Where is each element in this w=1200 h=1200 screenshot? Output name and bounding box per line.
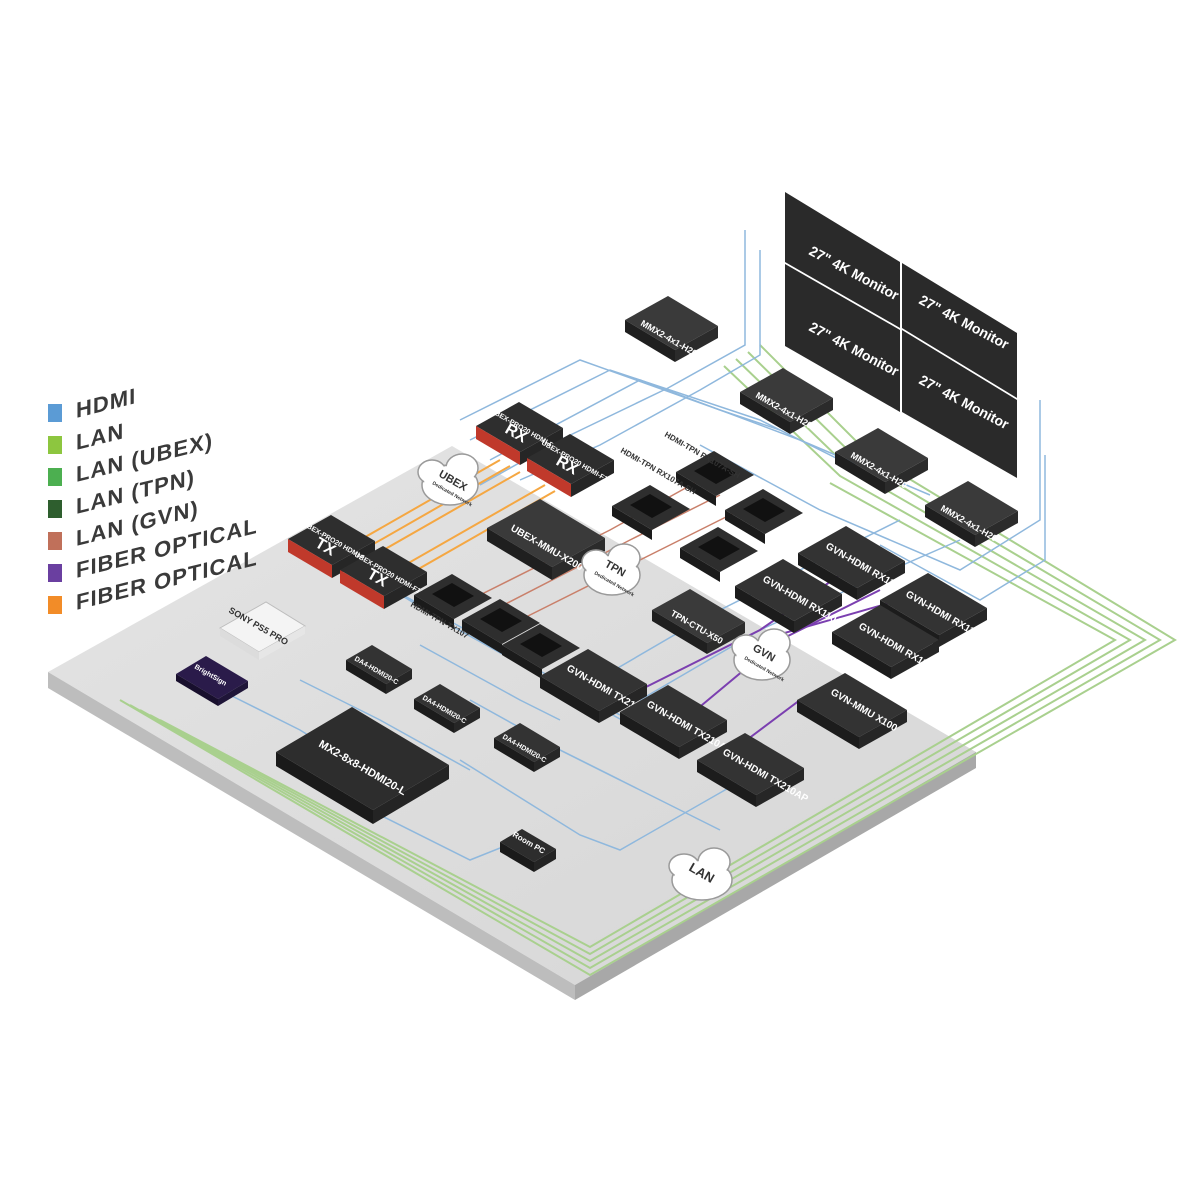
- gvn-rx-1: GVN-HDMI RX110AP: [798, 526, 914, 600]
- tpn-rx-unit-3: [725, 489, 803, 544]
- tpn-cloud: TPN Dedicated Network: [581, 543, 641, 598]
- legend-swatch: [48, 404, 62, 422]
- ubex-cloud: UBEX Dedicated Network: [417, 453, 479, 508]
- ubex-tx-1: UBEX-PRO20 HDMI-F100 TX: [288, 515, 376, 578]
- legend-swatch: [48, 500, 62, 518]
- legend-item: LAN (UBEX): [48, 428, 278, 490]
- mmx-switcher-2: MMX2-4x1-H20: [740, 368, 833, 434]
- legend-item: FIBER OPTICAL: [48, 545, 278, 618]
- video-wall: 27" 4K Monitor 27" 4K Monitor 27" 4K Mon…: [785, 192, 1017, 478]
- da-amp-1: DA4-HDMI20-C: [346, 645, 412, 694]
- legend-item: LAN: [48, 418, 278, 458]
- legend-item: HDMI: [48, 383, 278, 426]
- ps5-console: SONY PS5 PRO: [219, 601, 306, 660]
- ubex-tx-2: UBEX-PRO20 HDMI-F100 TX: [340, 546, 428, 609]
- matrix-switcher: MX2-8x8-HDMI20-L: [276, 707, 449, 824]
- legend-item: FIBER OPTICAL: [48, 513, 278, 586]
- mmx-switcher-1: MMX2-4x1-H20: [625, 296, 718, 362]
- tpn-rx-unit-1: [612, 485, 690, 540]
- floor-slab: [48, 446, 976, 1000]
- tpn-rx-unit-4: [680, 527, 758, 582]
- legend-swatch: [48, 468, 62, 486]
- mmx-switcher-4: MMX2-4x1-H20: [925, 481, 1018, 547]
- brightsign-player: BrightSign: [176, 656, 248, 706]
- lan-cable-bundle: [119, 344, 1177, 977]
- legend-item: LAN (GVN): [48, 495, 278, 554]
- legend-swatch: [48, 596, 62, 614]
- legend-swatch: [48, 564, 62, 582]
- mmx-switcher-3: MMX2-4x1-H20: [835, 428, 928, 494]
- gvn-tx-2: GVN-HDMI TX210AP: [620, 685, 734, 759]
- gvn-lan-cables: [469, 479, 741, 626]
- tpn-tx-unit-3: [502, 624, 580, 679]
- legend-item: LAN (TPN): [48, 464, 278, 522]
- legend-swatch: [48, 436, 62, 454]
- tpn-tx-unit-1: [414, 574, 492, 629]
- lan-cloud: LAN: [668, 847, 733, 901]
- tpn-rx-unit-2: [676, 451, 754, 506]
- gvn-cloud: GVN Dedicated Network: [731, 628, 791, 683]
- tpn-tx-unit-2: [462, 599, 540, 654]
- legend-swatch: [48, 532, 62, 550]
